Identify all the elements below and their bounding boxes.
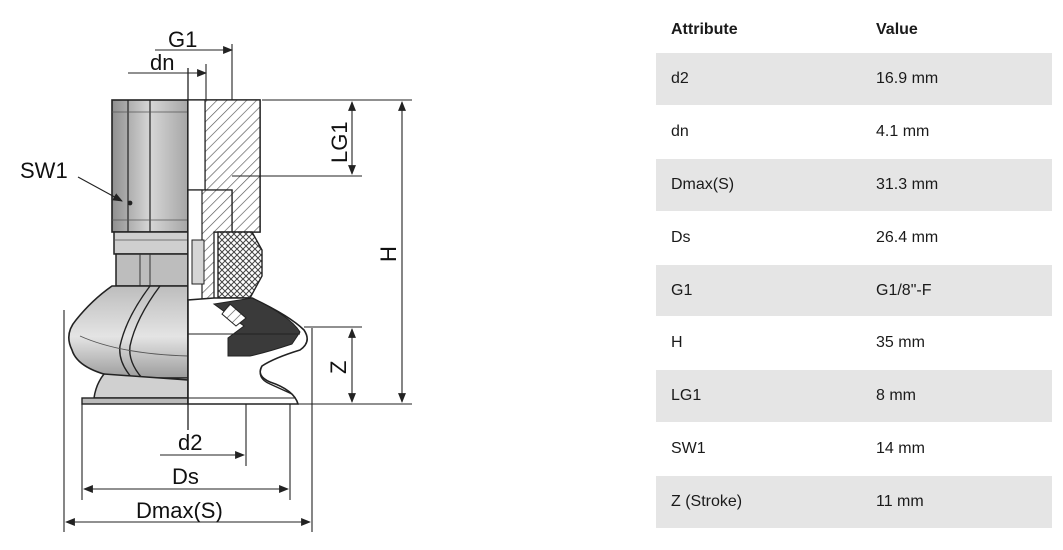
attribute-cell: LG1: [656, 369, 861, 423]
value-cell: 31.3 mm: [861, 157, 1052, 212]
label-lg1: LG1: [327, 121, 352, 163]
attribute-cell: SW1: [656, 422, 861, 476]
attribute-cell: Dmax(S): [656, 157, 861, 212]
value-cell: 11 mm: [861, 475, 1052, 529]
label-g1: G1: [168, 27, 197, 52]
table-row: Dmax(S) 31.3 mm: [656, 157, 1052, 212]
value-cell: 4.1 mm: [861, 104, 1052, 159]
header-value: Value: [861, 8, 1052, 53]
label-ds: Ds: [172, 464, 199, 489]
label-h: H: [376, 246, 401, 262]
sw1-marker-dot: [127, 200, 133, 206]
value-cell: 26.4 mm: [861, 210, 1052, 265]
attribute-cell: dn: [656, 104, 861, 159]
value-cell: 35 mm: [861, 316, 1052, 370]
label-dmax: Dmax(S): [136, 498, 223, 523]
specifications-table: Attribute Value d2 16.9 mm dn 4.1 mm Dma…: [656, 8, 1052, 529]
table-row: dn 4.1 mm: [656, 104, 1052, 159]
bellows-exterior: [68, 285, 189, 405]
label-sw1: SW1: [20, 158, 68, 183]
table-row: Z (Stroke) 11 mm: [656, 475, 1052, 529]
neck-exterior: [113, 231, 189, 287]
table-row: Ds 26.4 mm: [656, 210, 1052, 265]
attribute-cell: Ds: [656, 210, 861, 265]
table-row: SW1 14 mm: [656, 422, 1052, 476]
hex-nut-exterior: [111, 99, 189, 233]
attribute-cell: Z (Stroke): [656, 475, 861, 529]
value-cell: 16.9 mm: [861, 52, 1052, 106]
table-header-row: Attribute Value: [656, 8, 1052, 53]
table-row: d2 16.9 mm: [656, 52, 1052, 106]
label-z: Z: [326, 361, 351, 374]
value-cell: G1/8"-F: [861, 263, 1052, 317]
value-cell: 14 mm: [861, 422, 1052, 476]
attribute-cell: d2: [656, 52, 861, 106]
attribute-cell: G1: [656, 263, 861, 317]
suction-cup-technical-drawing: G1 dn SW1 LG1 H Z d2 Ds Dmax(S): [20, 27, 412, 532]
attribute-cell: H: [656, 316, 861, 370]
dimension-lines: [63, 44, 412, 532]
table-row: G1 G1/8"-F: [656, 263, 1052, 317]
value-cell: 8 mm: [861, 369, 1052, 423]
dimension-labels: G1 dn SW1 LG1 H Z d2 Ds Dmax(S): [20, 27, 401, 523]
header-attribute: Attribute: [656, 8, 861, 53]
label-dn: dn: [150, 50, 174, 75]
table-row: H 35 mm: [656, 316, 1052, 370]
label-d2: d2: [178, 430, 202, 455]
cross-section: [187, 99, 308, 405]
table-row: LG1 8 mm: [656, 369, 1052, 423]
